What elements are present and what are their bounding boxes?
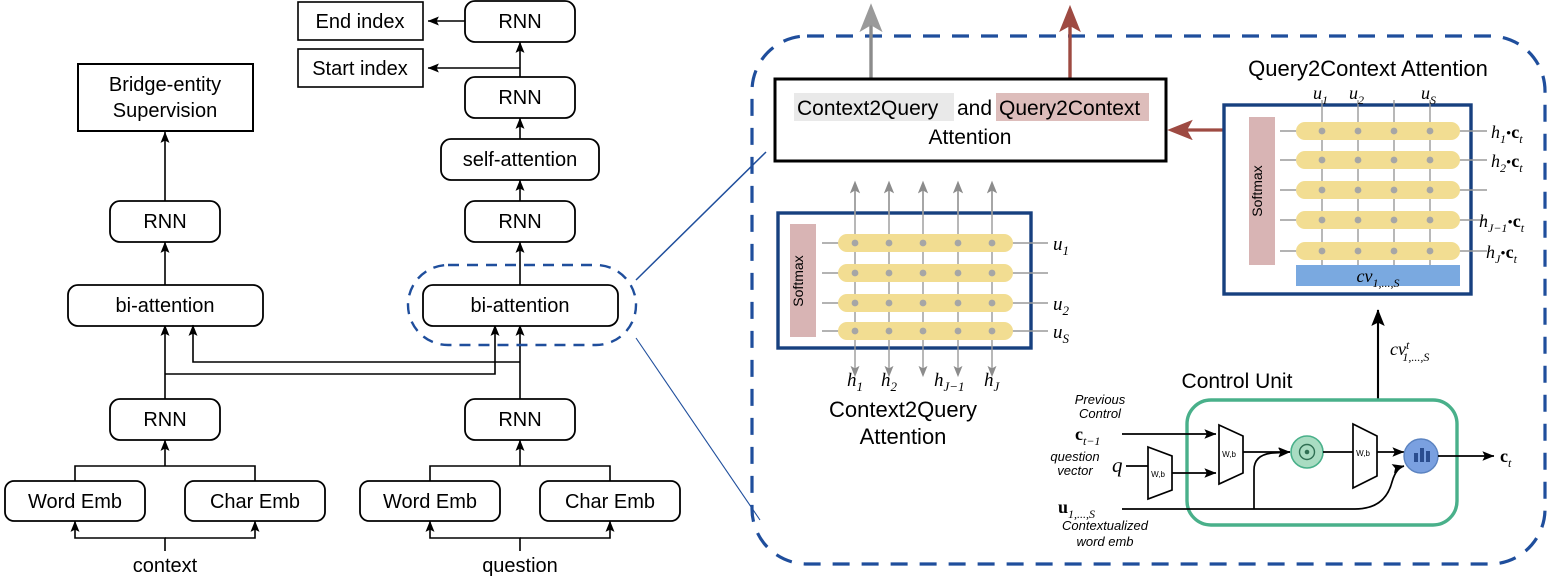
contextualized-symbol: u1,...,S [1058,497,1095,521]
context2query-softmax-bar [790,224,816,337]
question-input-label: question [482,555,558,576]
q2c-row-2 [1280,151,1487,169]
question-rnn-lower-label: RNN [498,409,541,431]
c2q-row-label-uS: uS [1053,322,1070,346]
context-word-emb-label: Word Emb [28,491,122,513]
query2context-title: Query2Context Attention [1248,56,1488,81]
contextualized-label-line2: word emb [1076,534,1133,549]
gate-trapezoid-mid-label: W,b [1222,450,1236,459]
attention-summary-line2: Attention [929,126,1012,149]
gate-trapezoid-mid [1218,423,1244,486]
q2c-row-4 [1280,211,1487,229]
bar-icon-1 [1414,453,1418,462]
question-vector-symbol: q [1112,453,1123,477]
question-rnn-mid-label: RNN [498,211,541,233]
previous-control-symbol: ct−1 [1075,424,1100,448]
query2context-cv-bar [1296,265,1460,286]
query2context-attention-group: Query2Context Attention Softmax [1222,56,1525,296]
control-unit-output-symbol: ct [1500,446,1512,470]
self-attention-label: self-attention [463,149,578,171]
zoom-connector-top [635,151,767,281]
context2query-title-line1: Context2Query [829,397,977,422]
attention-summary-line1-part-a: Context2Query [797,97,939,120]
context2query-highlight [794,93,954,121]
end-index-label: End index [316,11,405,33]
bridge-entity-supervision-label-line2: Supervision [113,100,218,122]
bar-icon-2 [1420,448,1424,462]
context-input-label: context [133,555,198,576]
q2c-row-label-hJ1ct: hJ−1•ct [1479,211,1525,235]
question-bi-attention-label: bi-attention [471,295,570,317]
context2query-attention-group: Softmax [776,180,1070,449]
contextualized-branch-to-attention [1354,464,1405,510]
c2q-row-label-u2: u2 [1053,294,1070,318]
c2q-row-2 [822,264,1048,282]
question-vector-label-line1: question [1050,449,1099,464]
start-index-label: Start index [312,58,408,80]
q2c-row-5 [1280,242,1487,260]
c2q-row-3 [822,294,1048,312]
context2query-softmax-label: Softmax [790,255,806,306]
c2q-row-4 [822,322,1048,340]
multiply-icon-ring [1298,443,1316,461]
query2context-softmax-label: Softmax [1249,165,1265,216]
question-char-emb-label: Char Emb [565,491,655,513]
question-rnn-top-label: RNN [498,11,541,33]
context2query-title-line2: Attention [860,424,947,449]
c2q-row-label-u1: u1 [1053,234,1069,258]
context-bi-attention-label: bi-attention [116,295,215,317]
question-rnn-upper-label: RNN [498,87,541,109]
context-rnn-upper-label: RNN [143,211,186,233]
q2c-row-1 [1280,122,1487,140]
gate-trapezoid-right-label: W,b [1356,449,1370,458]
q2c-row-label-h2ct: h2•ct [1491,151,1523,175]
contextualized-label-line1: Contextualized [1062,518,1149,533]
bar-icon-3 [1426,451,1430,462]
start-index-box [297,48,424,88]
bi-attention-highlight-region [406,263,638,347]
control-unit-title: Control Unit [1182,370,1293,393]
q2c-row-label-h1ct: h1•ct [1491,122,1523,146]
attention-summary-conjunction: and [957,97,992,120]
contextualized-branch-to-multiply [1253,447,1291,509]
bridge-entity-supervision-label-line1: Bridge-entity [109,74,221,96]
query2context-softmax-bar [1249,117,1275,265]
context-char-emb-label: Char Emb [210,491,300,513]
c2q-col-label-h1: h1 [847,370,863,394]
query2context-highlight [996,93,1149,121]
c2q-col-label-hJ: hJ [984,370,1001,394]
gate-trapezoid-q-label: W,b [1151,470,1165,479]
c2q-col-label-hJ1: hJ−1 [934,370,965,394]
gate-trapezoid-right [1352,422,1378,490]
control-unit-group: Control Unit Previous Control ct−1 quest… [1050,370,1512,549]
end-index-box [297,1,424,41]
previous-control-label-line2: Control [1079,406,1122,421]
question-word-emb-label: Word Emb [383,491,477,513]
question-vector-label-line2: vector [1057,463,1093,478]
bridge-entity-supervision-box [77,63,254,132]
previous-control-label-line1: Previous [1075,392,1126,407]
gate-trapezoid-q [1147,445,1173,501]
attention-summary-line1-part-b: Query2Context [999,97,1140,120]
q2c-row-3 [1280,181,1487,199]
zoom-connector-bottom [635,337,761,521]
context-rnn-lower-label: RNN [143,409,186,431]
c2q-row-1 [822,234,1048,252]
c2q-col-label-h2: h2 [881,370,898,394]
q2c-row-label-hJct: hJ•ct [1486,242,1518,266]
multiply-icon-dot [1304,449,1310,455]
